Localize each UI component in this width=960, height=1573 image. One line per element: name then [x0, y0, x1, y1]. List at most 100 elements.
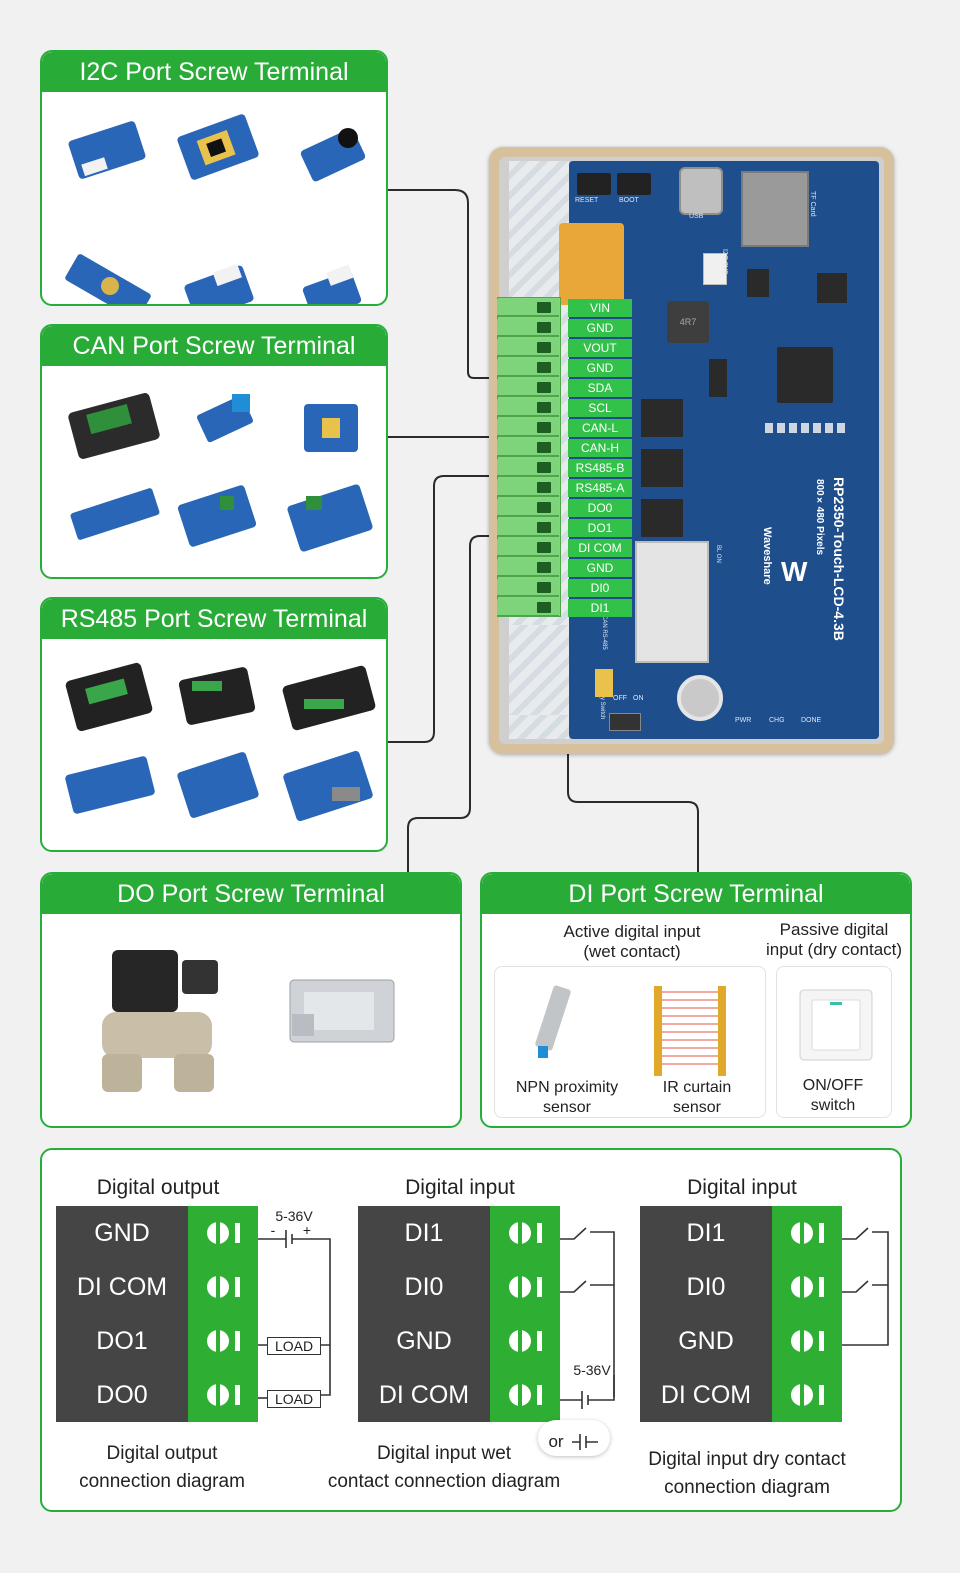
terminal-bar	[537, 1385, 542, 1405]
can-transceiver	[196, 394, 254, 443]
pin-label-12: DO1	[568, 519, 632, 537]
terminal-bar	[537, 1331, 542, 1351]
rs485-panel-title: RS485 Port Screw Terminal	[42, 599, 386, 639]
terminal-bar	[235, 1223, 240, 1243]
terminal-bar	[819, 1331, 824, 1351]
silk-pwr: PWR	[735, 717, 752, 724]
reset-button	[577, 173, 611, 195]
can-module-images	[68, 393, 373, 552]
i2c-module-images	[65, 114, 366, 304]
screw-slot	[800, 1384, 804, 1406]
output-heading: Digital output	[96, 1176, 220, 1199]
sensor-module-6	[302, 264, 362, 304]
brand-logo: W	[781, 556, 808, 587]
screw-terminal-8	[497, 439, 559, 457]
pin-label-7: CAN-L	[568, 419, 632, 437]
pin-label-4: GND	[568, 359, 632, 377]
pin-label-16: DI1	[568, 599, 632, 617]
sensor-module-1	[68, 121, 146, 179]
battery-switch	[609, 713, 641, 731]
output-row-2: DI COM	[76, 1273, 168, 1301]
dry-row-3: GND	[678, 1327, 734, 1355]
screw-hole	[537, 422, 551, 433]
screw-terminal-12	[497, 519, 559, 537]
terminal-bar	[235, 1331, 240, 1351]
pin-label-2: GND	[568, 319, 632, 337]
pad-row	[765, 423, 849, 433]
wiring-schematics	[207, 1222, 889, 1450]
bottom-film	[509, 625, 569, 715]
usb-c-port	[679, 167, 723, 215]
silk-chg: CHG	[769, 717, 785, 724]
active-input-label: Active digital input (wet contact)	[563, 922, 701, 961]
screw-terminal-14	[497, 559, 559, 577]
wet-row-1: DI1	[404, 1219, 444, 1247]
mcu-chip	[777, 347, 833, 403]
can-pico-module	[70, 488, 160, 540]
output-load-2: LOAD	[267, 1390, 321, 1408]
ic-2	[817, 273, 847, 303]
can-panel-title: CAN Port Screw Terminal	[42, 326, 386, 366]
output-minus: -	[270, 1222, 276, 1238]
wet-contact-box	[494, 966, 766, 1118]
screw-hole	[537, 522, 551, 533]
pin-label-8: CAN-H	[568, 439, 632, 457]
rs485-hat-3	[283, 750, 373, 822]
screw-hole	[537, 582, 551, 593]
ic-3	[709, 359, 727, 397]
screw-hole	[537, 322, 551, 333]
electric-lock	[289, 979, 395, 1043]
wet-voltage: 5-36V	[573, 1362, 611, 1378]
rs485-panel: RS485 Port Screw Terminal	[40, 597, 388, 852]
terminal-bar	[235, 1385, 240, 1405]
silk-i2c: I2C 3V3	[721, 249, 728, 275]
do-panel: DO Port Screw Terminal	[40, 872, 462, 1128]
screw-terminal-11	[497, 499, 559, 517]
screw-terminal-5	[497, 379, 559, 397]
can-hat-2	[287, 484, 373, 552]
lcd-fpc-connector	[635, 541, 709, 663]
terminal-bar	[235, 1277, 240, 1297]
rs485-module-images	[65, 662, 376, 822]
screw-terminal-4	[497, 359, 559, 377]
dip-switch	[595, 669, 613, 697]
screw-hole	[537, 382, 551, 393]
screw-slot	[518, 1330, 522, 1352]
passive-input-label: Passive digital input (dry contact)	[765, 920, 903, 959]
pin-label-1: VIN	[568, 299, 632, 317]
rs485-hat-1	[65, 756, 155, 814]
pin-label-15: DI0	[568, 579, 632, 597]
pin-label-10: RS485-A	[568, 479, 632, 497]
screw-hole	[537, 482, 551, 493]
i2c-connector	[703, 253, 727, 285]
di-panel: DI Port Screw Terminal Active digital in…	[480, 872, 912, 1128]
screw-slot	[216, 1330, 220, 1352]
ic-block-3	[641, 499, 683, 537]
silk-off: OFF	[613, 695, 627, 702]
pin-label-14: GND	[568, 559, 632, 577]
screw-hole	[537, 502, 551, 513]
rs485-hat-2	[177, 752, 259, 818]
ic-1	[747, 269, 769, 297]
output-row-3: DO1	[96, 1327, 148, 1355]
screw-glyphs	[207, 1222, 824, 1406]
pin-label-5: SDA	[568, 379, 632, 397]
dry-heading: Digital input	[687, 1176, 797, 1199]
wet-caption: Digital input wet contact connection dia…	[327, 1443, 561, 1492]
rs485-converter-2	[178, 667, 256, 725]
board-model: RP2350-Touch-LCD-4.3B	[831, 477, 847, 641]
switch-label: ON/OFF switch	[802, 1077, 864, 1114]
screw-hole	[537, 602, 551, 613]
screw-terminal-3	[497, 339, 559, 357]
screw-terminal-15	[497, 579, 559, 597]
screw-hole	[537, 442, 551, 453]
silk-done: DONE	[801, 717, 822, 724]
screw-slot	[518, 1276, 522, 1298]
dry-row-2: DI0	[686, 1273, 726, 1301]
screw-terminal-6	[497, 399, 559, 417]
solenoid-valve	[102, 950, 218, 1092]
silk-reset: RESET	[575, 197, 599, 204]
dry-caption: Digital input dry contact connection dia…	[648, 1449, 846, 1498]
screw-slot	[800, 1222, 804, 1244]
silk-boot: BOOT	[619, 197, 639, 204]
